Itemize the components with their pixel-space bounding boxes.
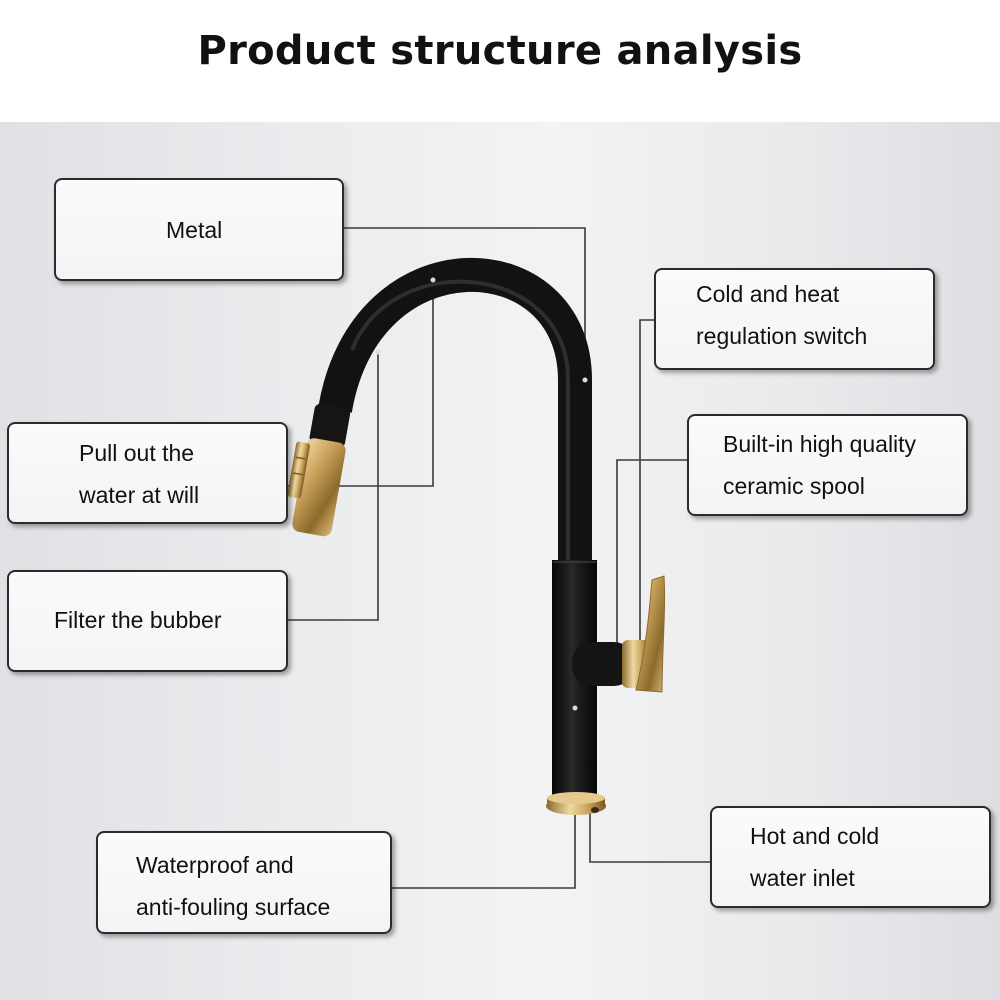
- leader-line-inlet: [589, 810, 710, 863]
- callout-text: Filter the bubber: [54, 607, 222, 633]
- callout-text: Waterproof and: [136, 852, 294, 878]
- faucet-gooseneck: [318, 258, 592, 570]
- callout-switch: Cold and heat regulation switch: [654, 268, 935, 370]
- callout-inlet: Hot and cold water inlet: [710, 806, 991, 908]
- callout-waterproof: Waterproof and anti-fouling surface: [96, 831, 392, 934]
- callout-filter: Filter the bubber: [7, 570, 288, 672]
- callout-text: Built-in high quality: [723, 431, 917, 457]
- handle-hub: [572, 642, 634, 686]
- faucet: [287, 258, 666, 815]
- leader-line-filter: [288, 352, 379, 621]
- leader-line-waterproof: [392, 705, 576, 889]
- callout-text: Hot and cold: [750, 823, 880, 849]
- callout-text: ceramic spool: [723, 473, 865, 499]
- lever-handle: [635, 575, 666, 693]
- callout-text: regulation switch: [696, 323, 868, 349]
- callout-text: Metal: [166, 217, 223, 243]
- diagram-title: Product structure analysis: [197, 28, 803, 74]
- callout-spool: Built-in high quality ceramic spool: [687, 414, 968, 516]
- leader-line-switch: [639, 319, 655, 650]
- leader-line-metal: [343, 227, 586, 380]
- callout-text: Cold and heat: [696, 281, 840, 307]
- callout-text: water inlet: [750, 865, 855, 891]
- callout-pull-out: Pull out the water at will: [7, 422, 288, 524]
- callout-text: water at will: [79, 482, 200, 508]
- callout-metal: Metal: [54, 178, 344, 281]
- pull-out-spray-head: [287, 403, 351, 537]
- leader-line-spool: [616, 459, 687, 650]
- callout-text: anti-fouling surface: [136, 894, 331, 920]
- callout-text: Pull out the: [79, 440, 195, 466]
